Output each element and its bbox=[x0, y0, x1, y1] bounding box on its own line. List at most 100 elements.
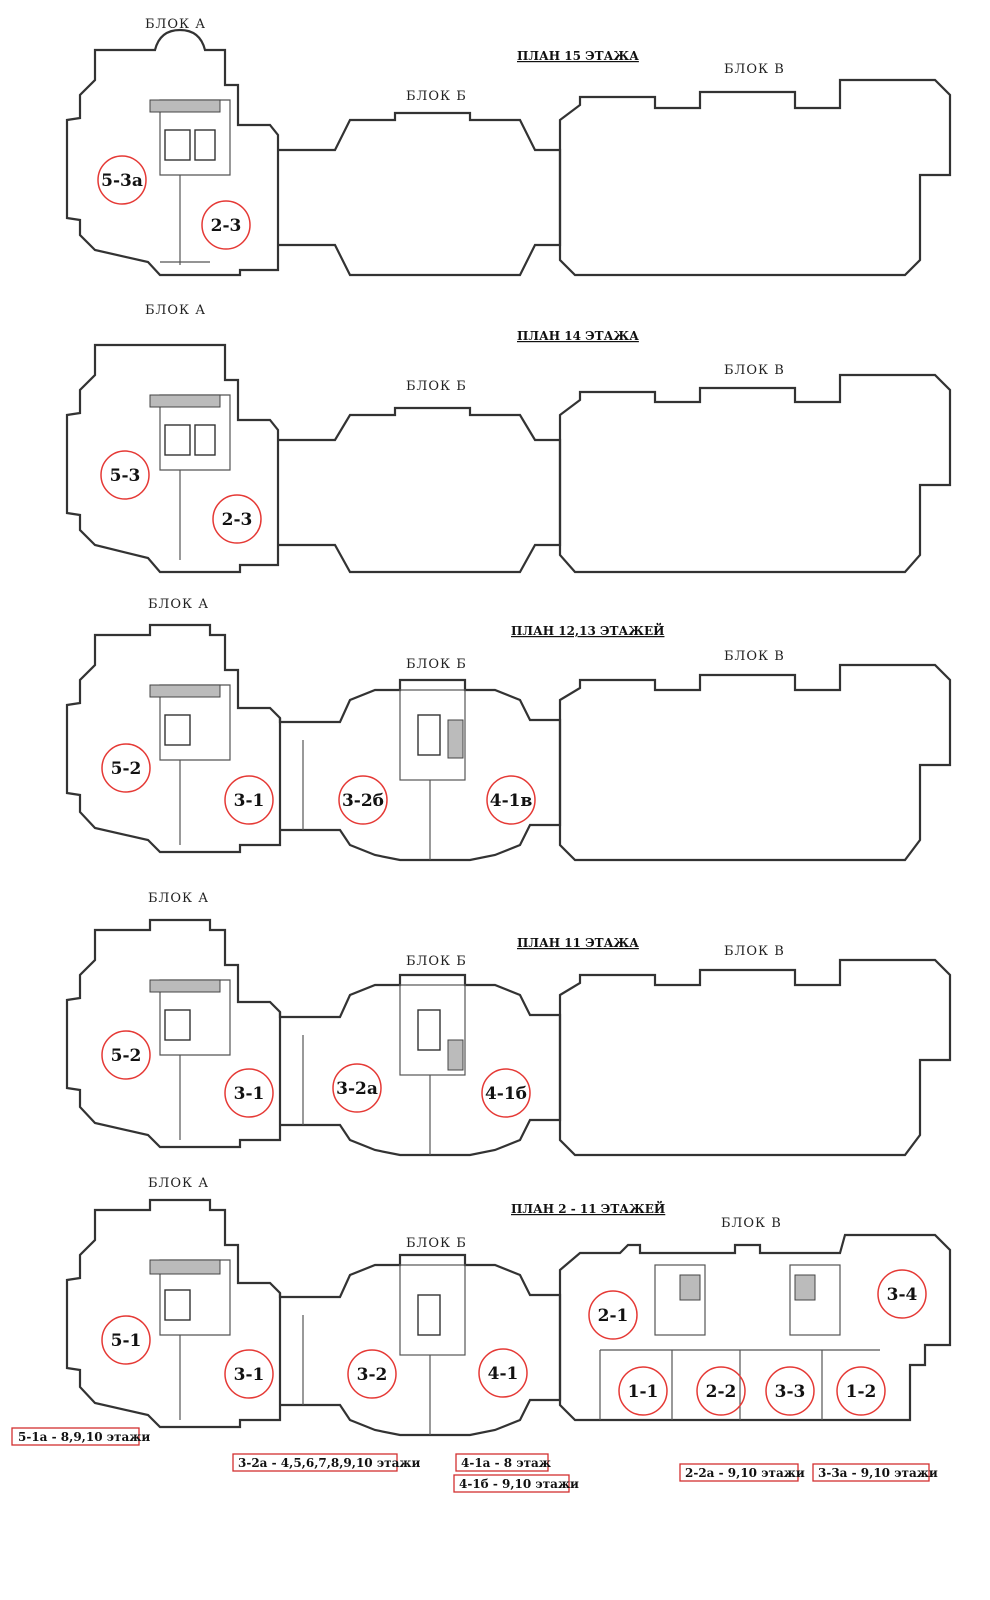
plan-2-11-floors: БЛОК А ПЛАН 2 - 11 ЭТАЖЕЙ БЛОК Б БЛОК В … bbox=[65, 1176, 952, 1437]
note-text: 4-1б - 9,10 этажи bbox=[459, 1477, 579, 1491]
apartment-label: 1-2 bbox=[846, 1382, 877, 1402]
apartment-marker: 2-3 bbox=[212, 494, 262, 544]
apartment-label: 3-2а bbox=[336, 1079, 378, 1099]
note-text: 3-3а - 9,10 этажи bbox=[818, 1466, 938, 1480]
stair-hatch bbox=[679, 1274, 701, 1301]
apartment-label: 3-3 bbox=[775, 1382, 806, 1402]
apartment-label: 3-4 bbox=[887, 1285, 918, 1305]
apartment-marker: 4-1 bbox=[478, 1348, 528, 1398]
block-b-label: БЛОК Б bbox=[406, 657, 467, 672]
elevator bbox=[164, 714, 191, 746]
block-v-core-left bbox=[654, 1264, 706, 1336]
elevator bbox=[194, 129, 216, 161]
note-3-2a: 3-2а - 4,5,6,7,8,9,10 этажи bbox=[232, 1453, 420, 1472]
block-v-label: БЛОК В bbox=[721, 1216, 782, 1231]
apartment-label: 2-3 bbox=[222, 510, 253, 530]
elevator bbox=[417, 714, 441, 756]
apartment-marker: 3-2а bbox=[332, 1063, 382, 1113]
block-v-outline bbox=[558, 663, 952, 862]
note-2-2a: 2-2а - 9,10 этажи bbox=[679, 1463, 805, 1482]
apartment-label: 3-1 bbox=[234, 1084, 265, 1104]
note-5-1a: 5-1а - 8,9,10 этажи bbox=[11, 1427, 150, 1446]
stair-hatch bbox=[447, 1039, 464, 1071]
apartment-marker: 1-2 bbox=[836, 1366, 886, 1416]
block-v-outline bbox=[558, 78, 952, 277]
elevator bbox=[164, 1009, 191, 1041]
apartment-label: 3-2б bbox=[342, 791, 384, 811]
apartment-marker: 5-2 bbox=[101, 743, 151, 793]
block-v-outline bbox=[558, 958, 952, 1157]
block-b-outline bbox=[278, 678, 562, 862]
apartment-marker: 5-3 bbox=[100, 450, 150, 500]
block-v-core-right bbox=[789, 1264, 841, 1336]
block-b-outline bbox=[278, 111, 562, 277]
note-text: 3-2а - 4,5,6,7,8,9,10 этажи bbox=[238, 1456, 420, 1470]
block-v-label: БЛОК В bbox=[724, 649, 785, 664]
apartment-marker: 3-1 bbox=[224, 1349, 274, 1399]
apartment-marker: 3-2 bbox=[347, 1349, 397, 1399]
apartment-marker: 3-2б bbox=[338, 775, 388, 825]
apartment-label: 1-1 bbox=[628, 1382, 659, 1402]
elevator bbox=[164, 424, 191, 456]
elevator bbox=[417, 1294, 441, 1336]
block-a-label: БЛОК А bbox=[145, 17, 206, 32]
apartment-label: 4-1 bbox=[488, 1364, 519, 1384]
note-4-1b: 4-1б - 9,10 этажи bbox=[453, 1474, 579, 1493]
block-b-label: БЛОК Б bbox=[406, 954, 467, 969]
stair-hatch bbox=[149, 1259, 221, 1275]
plan-title: ПЛАН 12,13 ЭТАЖЕЙ bbox=[511, 622, 664, 638]
apartment-marker: 2-1 bbox=[588, 1290, 638, 1340]
block-a-outline bbox=[65, 623, 282, 854]
apartment-label: 5-3 bbox=[110, 466, 141, 486]
apartment-marker: 4-1в bbox=[486, 775, 536, 825]
note-text: 2-2а - 9,10 этажи bbox=[685, 1466, 805, 1480]
apartment-marker: 2-2 bbox=[696, 1366, 746, 1416]
note-text: 4-1а - 8 этаж bbox=[461, 1456, 551, 1470]
block-b-core bbox=[399, 689, 466, 781]
plan-title: ПЛАН 15 ЭТАЖА bbox=[517, 49, 639, 63]
plan-title: ПЛАН 2 - 11 ЭТАЖЕЙ bbox=[511, 1200, 665, 1216]
plan-12-13-floors: БЛОК А ПЛАН 12,13 ЭТАЖЕЙ БЛОК Б БЛОК В 5… bbox=[65, 597, 952, 862]
apartment-label: 3-2 bbox=[357, 1365, 388, 1385]
apartment-label: 4-1в bbox=[490, 791, 533, 811]
elevator bbox=[164, 1289, 191, 1321]
apartment-label: 3-1 bbox=[234, 1365, 265, 1385]
apartment-marker: 3-4 bbox=[877, 1269, 927, 1319]
block-a-label: БЛОК А bbox=[148, 597, 209, 612]
block-a-label: БЛОК А bbox=[145, 303, 206, 318]
stair-hatch bbox=[149, 979, 221, 993]
apartment-marker: 1-1 bbox=[618, 1366, 668, 1416]
block-v-label: БЛОК В bbox=[724, 944, 785, 959]
block-a-outline bbox=[65, 1198, 282, 1429]
note-3-3a: 3-3а - 9,10 этажи bbox=[812, 1463, 938, 1482]
stair-hatch bbox=[794, 1274, 816, 1301]
apartment-label: 5-3а bbox=[101, 171, 143, 191]
block-b-outline bbox=[278, 973, 562, 1157]
elevator bbox=[417, 1009, 441, 1051]
block-b-label: БЛОК Б bbox=[406, 379, 467, 394]
block-a-outline bbox=[65, 343, 280, 574]
apartment-label: 2-1 bbox=[598, 1306, 629, 1326]
stair-hatch bbox=[149, 684, 221, 698]
block-v-outline bbox=[558, 1233, 952, 1422]
plan-15-floor: БЛОК А ПЛАН 15 ЭТАЖА БЛОК Б БЛОК В 5-3а … bbox=[65, 17, 952, 277]
note-4-1a: 4-1а - 8 этаж bbox=[455, 1453, 551, 1472]
apartment-marker: 2-3 bbox=[201, 200, 251, 250]
block-b-core bbox=[399, 1264, 466, 1356]
apartment-label: 5-2 bbox=[111, 759, 142, 779]
block-b-core bbox=[399, 984, 466, 1076]
plan-title: ПЛАН 11 ЭТАЖА bbox=[517, 936, 639, 950]
plan-11-floor: БЛОК А ПЛАН 11 ЭТАЖА БЛОК Б БЛОК В 5-2 3… bbox=[65, 891, 952, 1157]
block-b-outline bbox=[278, 406, 562, 574]
block-v-label: БЛОК В bbox=[724, 62, 785, 77]
block-v-outline bbox=[558, 373, 952, 574]
apartment-label: 2-3 bbox=[211, 216, 242, 236]
apartment-marker: 3-1 bbox=[224, 1068, 274, 1118]
plan-14-floor: БЛОК А ПЛАН 14 ЭТАЖА БЛОК Б БЛОК В 5-3 2… bbox=[65, 303, 952, 574]
elevator bbox=[194, 424, 216, 456]
apartment-marker: 5-2 bbox=[101, 1030, 151, 1080]
stair-hatch bbox=[149, 99, 221, 113]
elevator bbox=[164, 129, 191, 161]
block-v-label: БЛОК В bbox=[724, 363, 785, 378]
stair-hatch bbox=[447, 719, 464, 759]
